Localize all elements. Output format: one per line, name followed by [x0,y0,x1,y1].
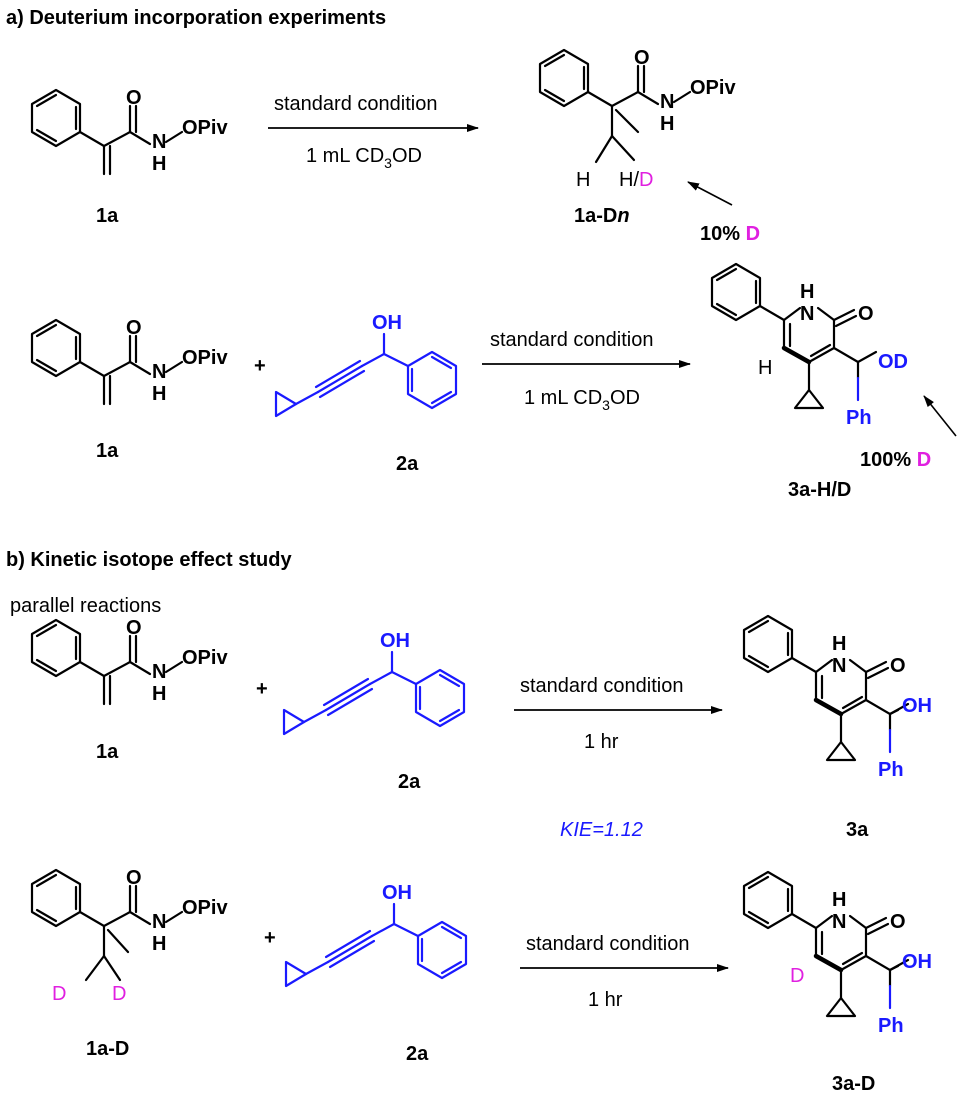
compound-label-1a: 1a [96,205,119,227]
svg-text:OH: OH [902,951,932,973]
time-text: 1 hr [588,989,623,1011]
substrate-2a-molecule: OH [284,882,468,988]
plus-sign: + [254,355,266,377]
svg-text:N: N [832,911,846,933]
svg-text:OH: OH [902,695,932,717]
product-3a-molecule: H N O OH Ph [744,616,932,781]
svg-text:N: N [152,361,166,383]
svg-text:H: H [660,113,674,135]
svg-text:OPiv: OPiv [182,897,228,919]
condition-text: standard condition [526,933,689,955]
svg-text:OH: OH [380,630,410,652]
svg-text:H: H [576,169,590,191]
substrate-1a-molecule: O N H OPiv [30,87,228,176]
svg-text:Ph: Ph [878,1015,904,1037]
product-1a-dn-molecule: O N H OPiv H H/D [538,47,736,191]
svg-text:Ph: Ph [878,759,904,781]
kie-value: KIE=1.12 [560,819,643,841]
svg-text:N: N [832,655,846,677]
annotation-arrow [687,181,733,206]
svg-text:OPiv: OPiv [690,77,736,99]
compound-label-3a-hd: 3a-H/D [788,479,851,501]
svg-text:O: O [126,617,142,639]
svg-text:O: O [126,87,142,109]
substrate-2a-molecule: OH [282,630,466,736]
plus-sign: + [256,678,268,700]
compound-label-2a: 2a [396,453,419,475]
svg-text:O: O [858,303,874,325]
substrate-1a-molecule: O N H OPiv [30,317,228,406]
svg-text:N: N [660,91,674,113]
substrate-1a-molecule: O N H OPiv [30,617,228,706]
svg-text:H: H [152,383,166,405]
svg-text:O: O [890,655,906,677]
condition-text: standard condition [520,675,683,697]
section-a-title: a) Deuterium incorporation experiments [6,7,386,29]
section-b-subtitle: parallel reactions [10,595,161,617]
svg-text:H: H [800,281,814,303]
annotation-arrow [923,395,957,437]
svg-text:Ph: Ph [846,407,872,429]
condition-text: standard condition [274,93,437,115]
svg-text:H: H [152,933,166,955]
compound-label-1a-dn: 1a-Dn [574,205,630,227]
svg-text:O: O [890,911,906,933]
svg-text:N: N [152,911,166,933]
svg-text:OPiv: OPiv [182,647,228,669]
svg-text:H: H [832,633,846,655]
compound-label-3a: 3a [846,819,869,841]
annotation-10pct: 10% D [700,223,760,245]
svg-text:OH: OH [382,882,412,904]
svg-text:OPiv: OPiv [182,347,228,369]
solvent-text: 1 mL CD3OD [524,387,640,413]
section-b-title: b) Kinetic isotope effect study [6,549,292,571]
compound-label-2a: 2a [398,771,421,793]
compound-label-1a: 1a [96,741,119,763]
compound-label-1a-d: 1a-D [86,1038,129,1060]
svg-text:OH: OH [372,312,402,334]
svg-text:O: O [126,317,142,339]
svg-text:H/D: H/D [619,169,653,191]
svg-text:D: D [790,965,804,987]
compound-label-1a: 1a [96,440,119,462]
svg-text:O: O [126,867,142,889]
svg-text:O: O [634,47,650,69]
condition-text: standard condition [490,329,653,351]
svg-text:H: H [152,153,166,175]
annotation-100pct: 100% D [860,449,931,471]
svg-text:N: N [800,303,814,325]
svg-text:H: H [832,889,846,911]
svg-text:H: H [152,683,166,705]
product-3a-hd-molecule: H N O OD Ph H [712,264,908,429]
svg-text:OPiv: OPiv [182,117,228,139]
substrate-2a-molecule: OH [274,312,458,418]
svg-text:N: N [152,131,166,153]
compound-label-2a: 2a [406,1043,429,1065]
plus-sign: + [264,927,276,949]
substrate-1a-d-molecule: O N H OPiv D D [30,867,228,1005]
svg-text:N: N [152,661,166,683]
svg-text:D: D [52,983,66,1005]
svg-text:OD: OD [878,351,908,373]
compound-label-3a-d: 3a-D [832,1073,875,1095]
solvent-text: 1 mL CD3OD [306,145,422,171]
svg-text:D: D [112,983,126,1005]
time-text: 1 hr [584,731,619,753]
product-3a-d-molecule: H N O OH Ph D [744,872,932,1037]
svg-text:H: H [758,357,772,379]
